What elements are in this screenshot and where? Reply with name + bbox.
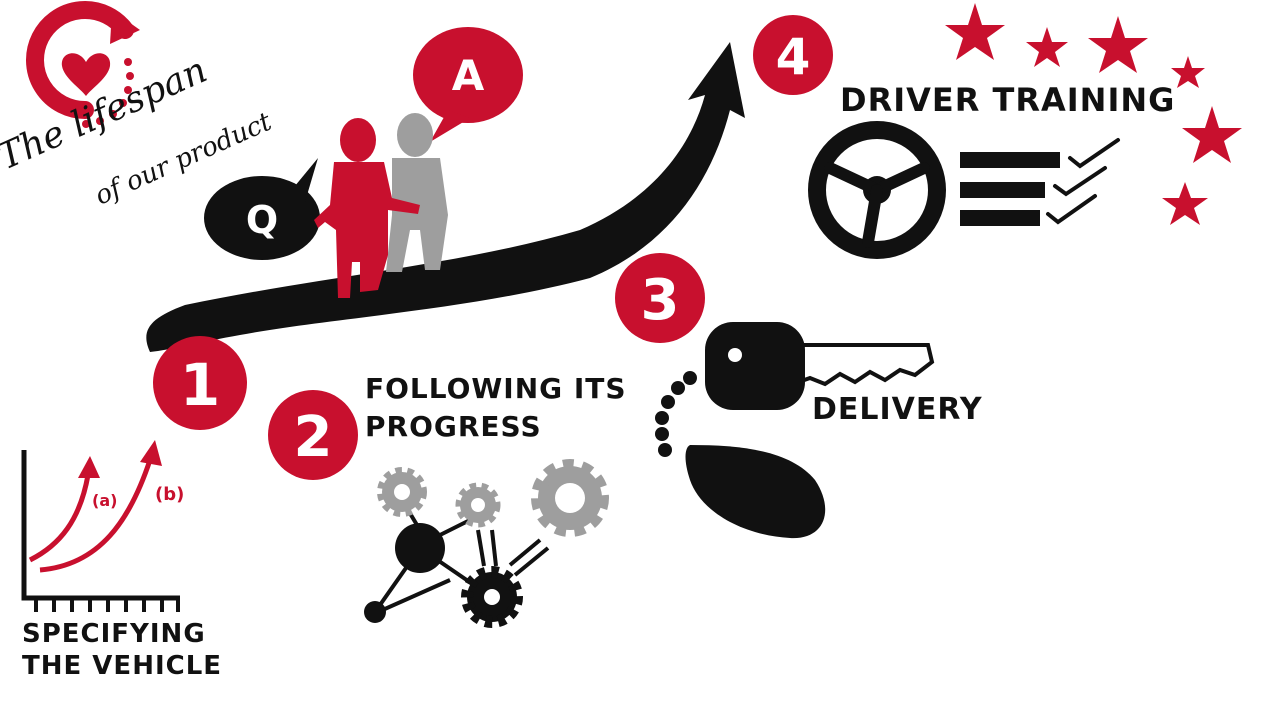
stars-group: [945, 3, 1242, 225]
steering-wheel-icon: [808, 121, 946, 259]
question-letter: Q: [246, 198, 278, 242]
step-1-label-line1: SPECIFYING: [22, 619, 206, 649]
step-2-label-line1: FOLLOWING ITS: [365, 372, 627, 405]
curve-a-label: (a): [92, 491, 117, 510]
step-3-number: 3: [641, 268, 680, 333]
answer-bubble: A: [413, 27, 523, 142]
step-3-badge: 3: [615, 253, 705, 343]
step-2-badge: 2: [268, 390, 358, 480]
checklist-icon: [960, 138, 1120, 226]
answer-letter: A: [452, 51, 485, 100]
step-2-label-line2: PROGRESS: [365, 410, 542, 443]
step-3-label: DELIVERY: [812, 392, 983, 428]
step-2-number: 2: [294, 405, 333, 470]
mini-growth-chart: (a) (b): [21, 440, 184, 612]
star-icon: [1182, 106, 1242, 163]
gear-icon: [455, 482, 501, 528]
star-icon: [945, 3, 1005, 60]
step-3-label-line1: DELIVERY: [812, 392, 983, 427]
step-1-label: SPECIFYING THE VEHICLE: [22, 618, 222, 682]
car-key-icon: [655, 322, 935, 539]
step-1-number: 1: [180, 351, 220, 419]
progress-road-arrow: [146, 42, 745, 352]
question-bubble: Q: [204, 158, 320, 260]
step-1-label-line2: THE VEHICLE: [22, 651, 223, 681]
gears-network: [364, 459, 609, 628]
gear-icon: [461, 566, 523, 628]
person-icon: [386, 113, 448, 272]
step-4-label-line1: DRIVER TRAINING: [840, 81, 1176, 119]
step-4-number: 4: [776, 28, 811, 86]
step-2-label: FOLLOWING ITS PROGRESS: [365, 370, 627, 446]
step-4-label: DRIVER TRAINING: [840, 80, 1175, 120]
star-icon: [1171, 56, 1205, 88]
person-icon: [314, 118, 420, 298]
curve-b-label: (b): [155, 484, 184, 505]
star-icon: [1162, 182, 1208, 225]
heart-cycle-icon: [26, 1, 140, 128]
star-icon: [1026, 27, 1068, 67]
gear-icon: [531, 459, 609, 537]
step-4-badge: 4: [753, 15, 833, 95]
step-1-badge: 1: [153, 336, 247, 430]
gear-icon: [377, 467, 427, 517]
star-icon: [1088, 16, 1148, 73]
